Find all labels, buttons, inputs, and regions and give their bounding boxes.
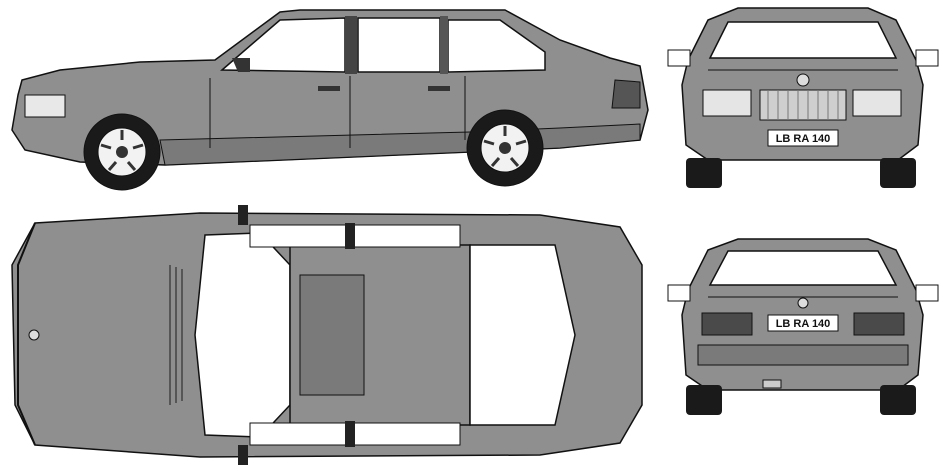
top-windshield: [194, 232, 291, 438]
side-window-rear: [357, 17, 441, 73]
top-rear-window: [469, 244, 576, 426]
front-star-emblem: [796, 73, 810, 87]
rear-plate-text: LB RA 140: [776, 318, 831, 330]
rear-view: LB RA 140: [667, 235, 939, 435]
top-view-drawing: [11, 205, 643, 465]
front-grille: [759, 89, 847, 121]
front-plate-text: LB RA 140: [776, 133, 831, 145]
rear-window: [708, 250, 898, 286]
side-front-wheel: [83, 113, 161, 191]
top-sunroof: [299, 274, 365, 396]
side-view: [0, 0, 660, 200]
front-view: LB RA 140: [667, 0, 939, 200]
top-view: [0, 205, 660, 467]
front-view-drawing: LB RA 140: [667, 7, 939, 188]
rear-license-plate: [767, 314, 839, 332]
front-license-plate: [767, 129, 839, 147]
rear-view-drawing: LB RA 140: [667, 238, 939, 415]
rear-star-emblem: [797, 297, 809, 309]
side-view-drawing: [11, 9, 649, 191]
front-windshield: [708, 21, 898, 59]
side-rear-wheel: [466, 109, 544, 187]
